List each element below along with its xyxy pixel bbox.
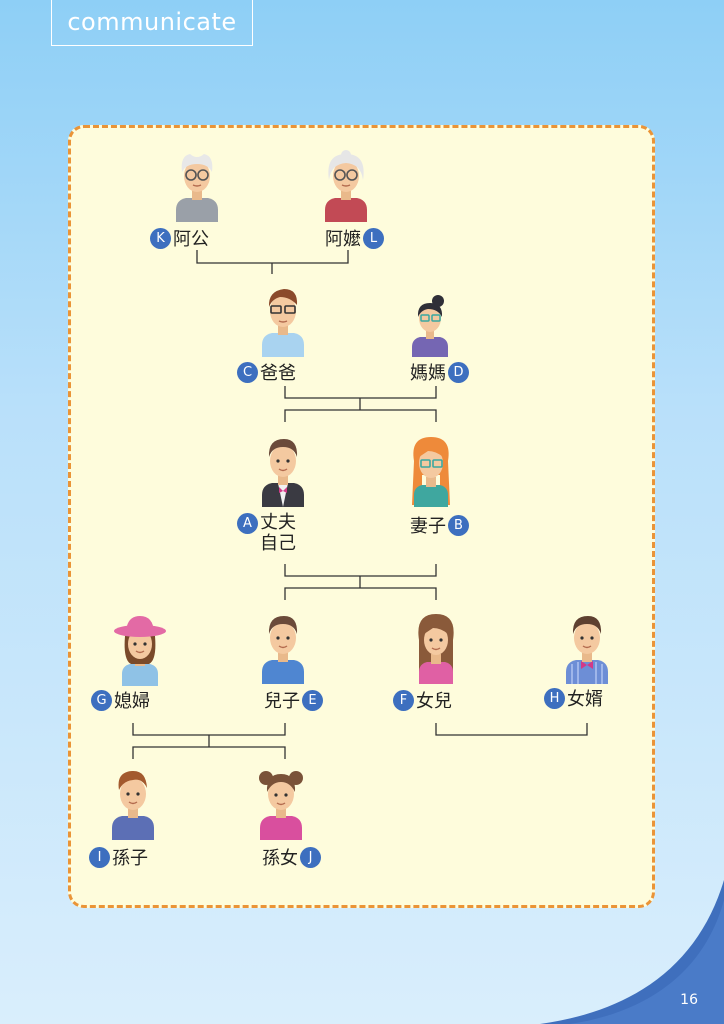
label-daughter: F 女兒	[393, 687, 452, 713]
page-number: 16	[680, 992, 698, 1008]
badge-i: I	[89, 846, 110, 868]
badge-e: E	[302, 689, 323, 711]
family-tree-panel	[68, 125, 655, 908]
label-grandson: I 孫子	[89, 844, 148, 870]
grandma-avatar	[325, 150, 367, 222]
label-daughter-in-law: G 媳婦	[91, 687, 150, 713]
badge-a: A	[237, 513, 258, 534]
father-avatar	[262, 289, 304, 357]
badge-j: J	[300, 846, 321, 868]
badge-d: D	[448, 361, 469, 383]
granddaughter-avatar	[259, 771, 303, 840]
label-granddaughter: 孫女 J	[262, 844, 321, 870]
husband-avatar	[262, 439, 304, 507]
badge-h: H	[544, 687, 565, 709]
label-father: C 爸爸	[237, 359, 296, 385]
daughter-in-law-avatar	[114, 616, 166, 686]
label-mother: 媽媽 D	[410, 359, 469, 385]
badge-k: K	[150, 227, 171, 249]
badge-b: B	[448, 514, 469, 536]
label-wife: 妻子 B	[410, 512, 469, 538]
grandson-avatar	[112, 770, 154, 840]
son-in-law-avatar	[566, 616, 608, 684]
grandpa-avatar	[176, 154, 218, 222]
label-grandpa: K 阿公	[150, 225, 209, 251]
badge-c: C	[237, 361, 258, 383]
badge-f: F	[393, 689, 414, 711]
label-grandma: 阿嬤 L	[325, 225, 384, 251]
label-husband: A 丈夫 自己	[237, 512, 296, 554]
label-son: 兒子 E	[264, 687, 323, 713]
section-title: communicate	[51, 0, 253, 46]
badge-g: G	[91, 689, 112, 711]
son-avatar	[262, 616, 304, 684]
wife-avatar	[412, 437, 450, 507]
label-son-in-law: H 女婿	[544, 685, 603, 711]
daughter-avatar	[418, 614, 454, 684]
mother-avatar	[412, 295, 448, 357]
badge-l: L	[363, 227, 384, 249]
